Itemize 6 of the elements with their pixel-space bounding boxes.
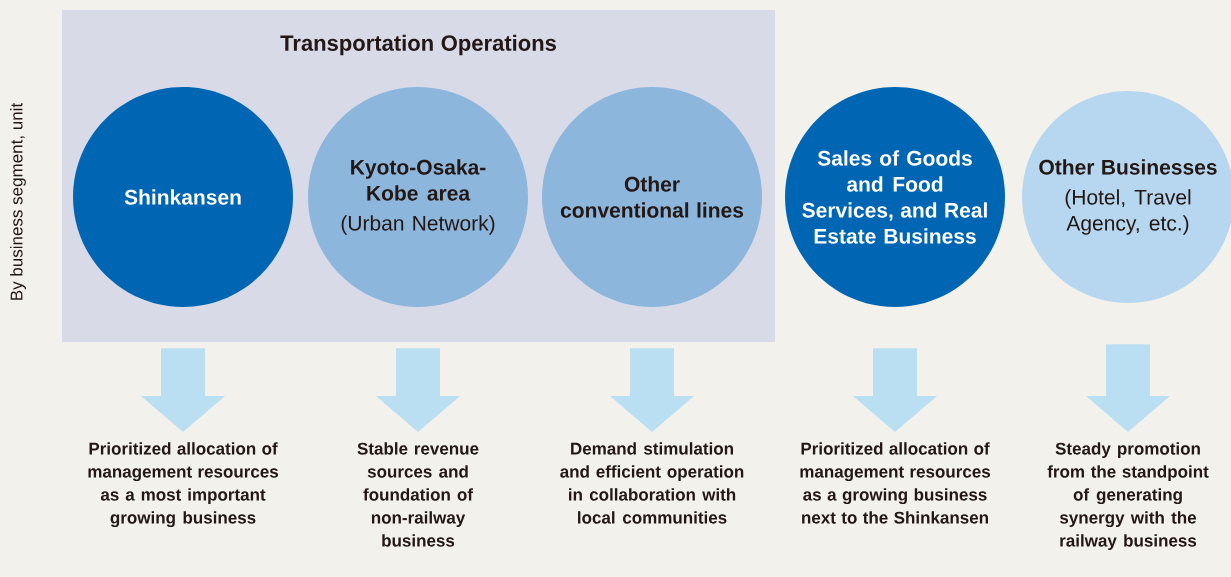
policy-text: Demand stimulation and efficient operation in collaboration with local communities (560, 442, 744, 524)
policy-text: Stable revenue sources and foundation of non-railway business (357, 442, 479, 547)
policy-text: Steady promotion from the standpoint of generating synergy with the railway business (1047, 442, 1209, 551)
policy-text: Prioritized allocation of management resources as a most important growing business (88, 442, 278, 528)
axis-label: By business segment, unit (10, 102, 26, 300)
policy-text: Prioritized allocation of management resources as a growing business next to the Shinkansen (800, 442, 990, 524)
